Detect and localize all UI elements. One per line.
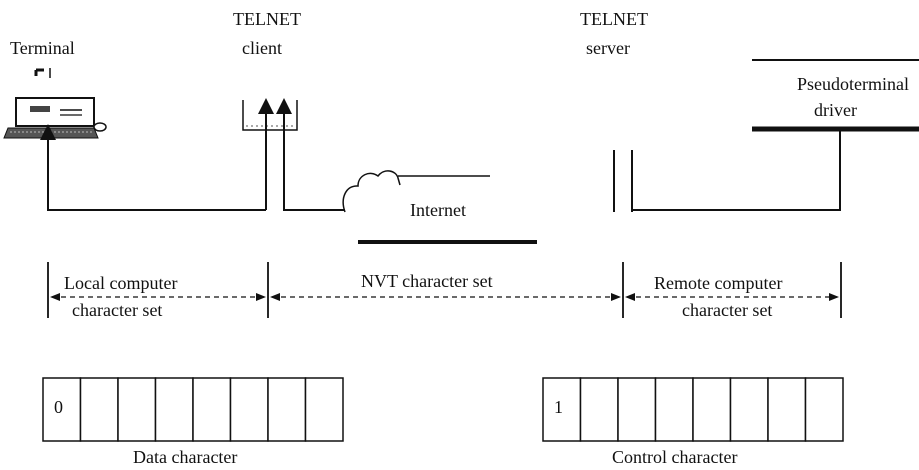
remote-range-label-line2: character set xyxy=(682,300,772,320)
client-internet-connection xyxy=(276,98,345,211)
control-character-bit-cell xyxy=(729,377,769,442)
data-character-bit-cell xyxy=(304,377,344,442)
terminal-client-connection xyxy=(40,98,274,211)
pseudoterminal-label-line1: Pseudoterminal xyxy=(797,74,909,94)
range-ticks xyxy=(47,262,842,318)
control-character-first-bit: 1 xyxy=(554,397,563,417)
control-character-bit-cell xyxy=(654,377,694,442)
internet-label: Internet xyxy=(410,200,466,220)
internet-cloud-icon xyxy=(342,170,490,213)
control-character-bit-cell xyxy=(804,377,844,442)
control-character-bit-cell xyxy=(542,377,582,442)
control-character-bit-cell xyxy=(617,377,657,442)
local-range-label-line2: character set xyxy=(72,300,162,320)
control-character-format: 1 Control character xyxy=(542,377,844,467)
data-character-bit-cell xyxy=(267,377,307,442)
telnet-client-box-icon xyxy=(242,100,298,131)
terminal-icon xyxy=(3,68,107,139)
data-character-bit-cell xyxy=(117,377,157,442)
server-driver-connection xyxy=(632,129,841,211)
control-character-caption: Control character xyxy=(612,447,737,467)
data-character-bit-cell xyxy=(79,377,119,442)
telnet-client-label-line1: TELNET xyxy=(233,9,301,29)
data-character-caption: Data character xyxy=(133,447,237,467)
data-character-bit-cell xyxy=(42,377,82,442)
remote-range-label-line1: Remote computer xyxy=(654,273,782,293)
control-character-bit-cell xyxy=(579,377,619,442)
telnet-client-label-line2: client xyxy=(242,38,282,58)
data-character-format: 0 Data character xyxy=(42,377,344,467)
pseudoterminal-label-line2: driver xyxy=(814,100,857,120)
control-character-bit-cell xyxy=(692,377,732,442)
telnet-server-label-line2: server xyxy=(586,38,630,58)
nvt-range-label: NVT character set xyxy=(361,271,493,291)
telnet-server-label-line1: TELNET xyxy=(580,9,648,29)
data-character-first-bit: 0 xyxy=(54,397,63,417)
data-character-bit-cell xyxy=(154,377,194,442)
data-character-bit-cell xyxy=(229,377,269,442)
terminal-label: Terminal xyxy=(10,38,75,58)
control-character-bit-cell xyxy=(767,377,807,442)
local-range-label-line1: Local computer xyxy=(64,273,177,293)
data-character-bit-cell xyxy=(192,377,232,442)
range-arrowheads xyxy=(50,293,839,301)
